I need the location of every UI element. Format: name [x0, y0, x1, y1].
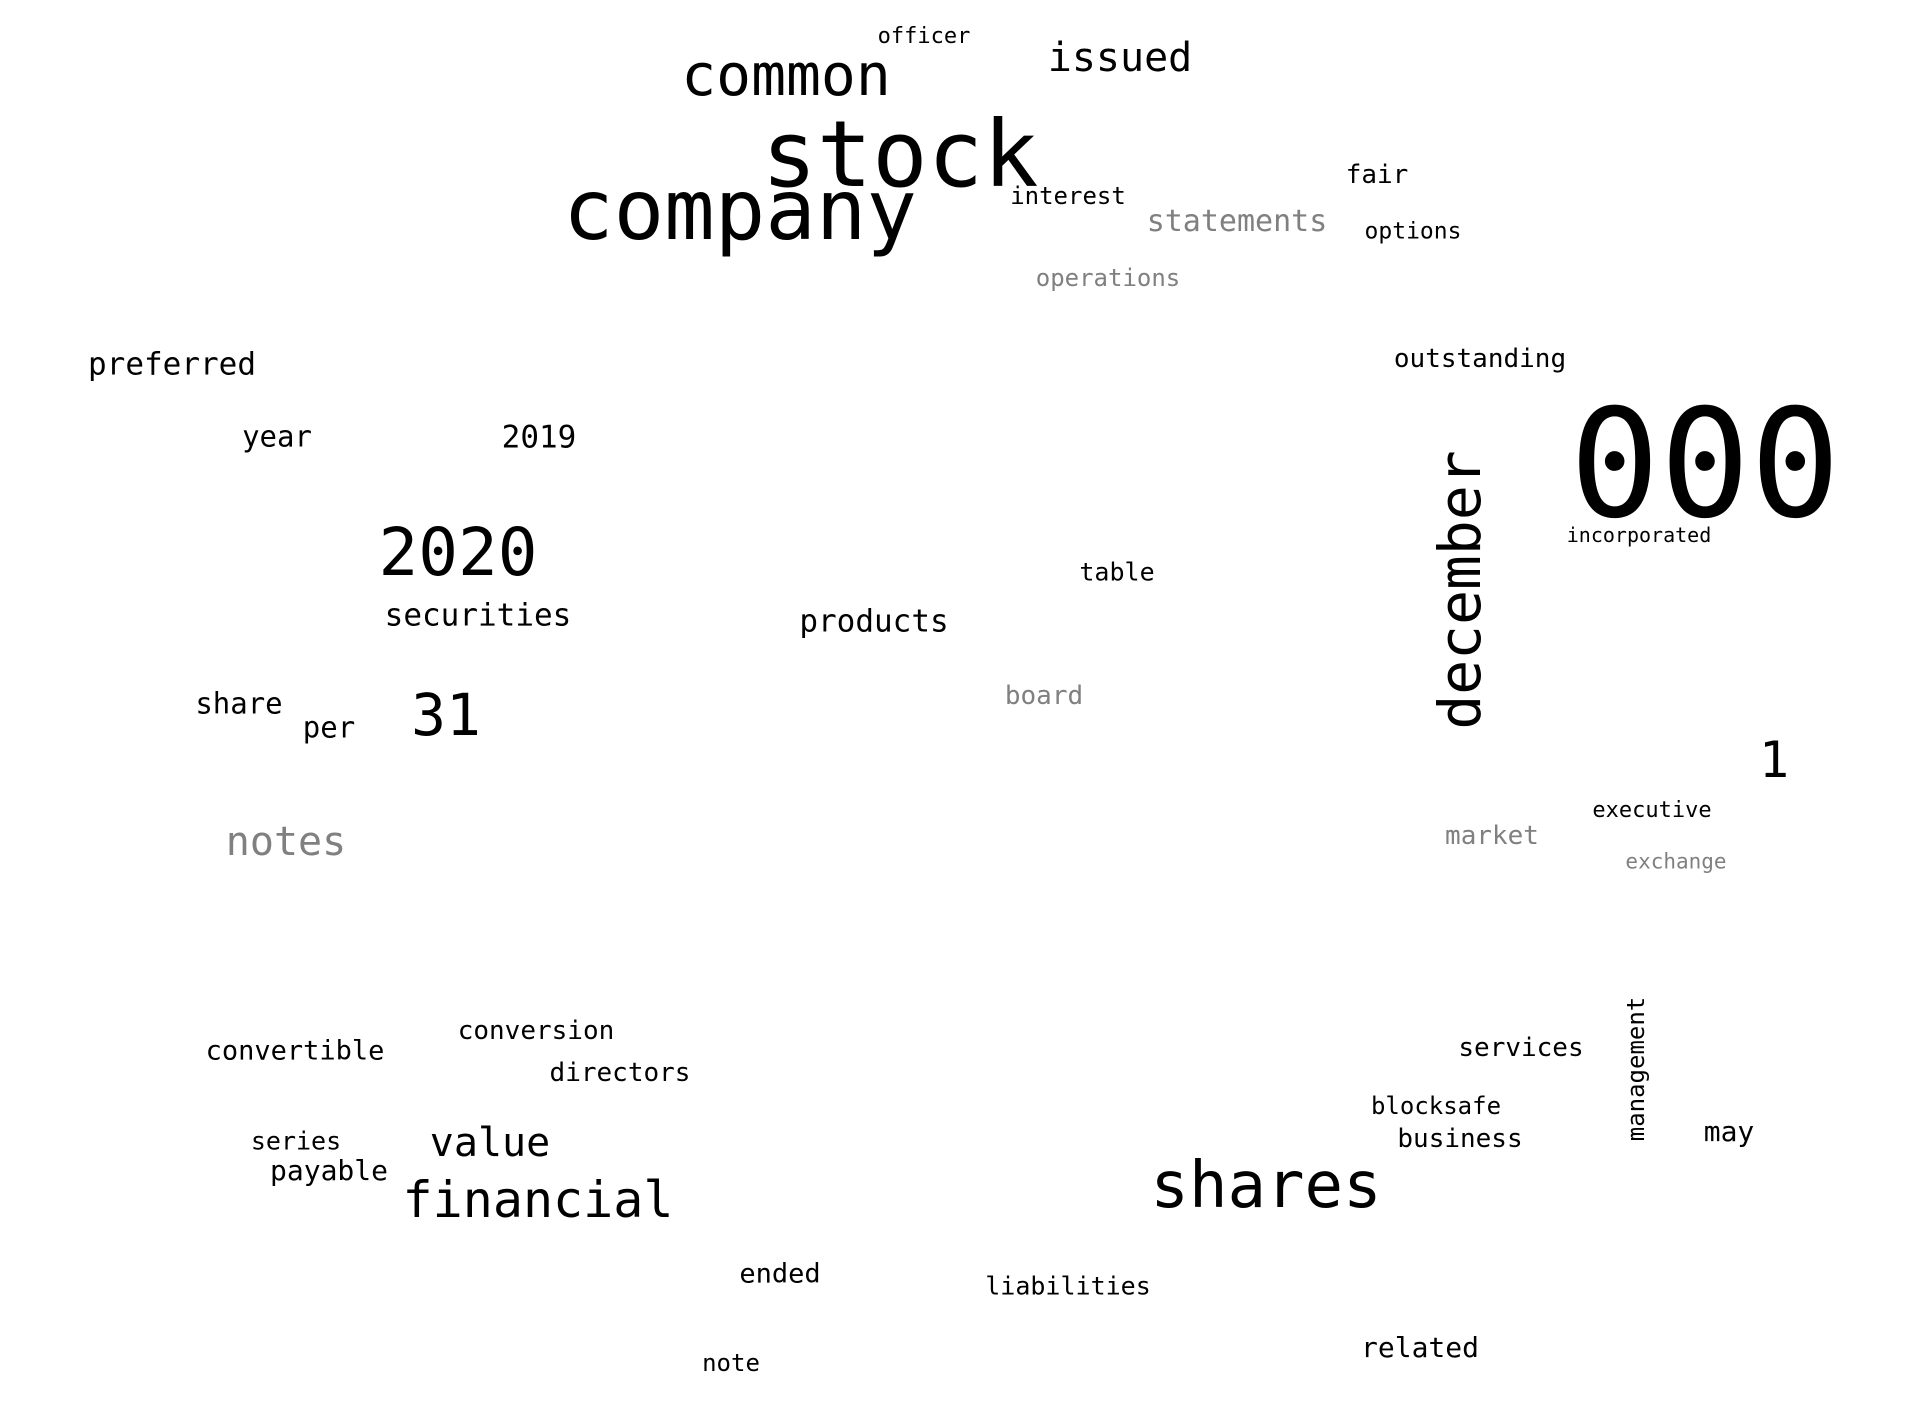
word-issued: issued — [1047, 35, 1193, 81]
word-incorporated: incorporated — [1566, 523, 1712, 547]
word-conversion: conversion — [457, 1016, 615, 1046]
word-1: 1 — [1758, 731, 1790, 789]
word-2019: 2019 — [501, 419, 577, 456]
word-financial: financial — [402, 1171, 674, 1229]
word-liabilities: liabilities — [985, 1271, 1151, 1301]
word-shares: shares — [1150, 1149, 1382, 1223]
word-ended: ended — [739, 1258, 821, 1290]
word-000: 000 — [1569, 378, 1841, 552]
word-interest: interest — [1010, 182, 1126, 210]
word-operations: operations — [1035, 264, 1181, 292]
word-convertible: convertible — [205, 1035, 385, 1067]
word-company: company — [562, 161, 918, 259]
word-blocksafe: blocksafe — [1370, 1092, 1502, 1120]
word-market: market — [1445, 821, 1539, 851]
word-series: series — [250, 1126, 342, 1156]
word-executive: executive — [1592, 798, 1712, 823]
word-products: products — [799, 603, 949, 640]
word-board: board — [1004, 681, 1084, 711]
word-year: year — [242, 419, 312, 454]
word-officer: officer — [877, 24, 971, 49]
word-per: per — [302, 710, 356, 745]
word-note: note — [702, 1349, 760, 1377]
word-common: common — [681, 41, 891, 109]
word-table: table — [1079, 557, 1155, 587]
word-statements: statements — [1146, 204, 1328, 239]
word-share: share — [195, 686, 283, 721]
word-business: business — [1397, 1124, 1523, 1154]
word-may: may — [1703, 1115, 1755, 1148]
word-outstanding: outstanding — [1393, 344, 1567, 374]
word-stock: stock — [761, 101, 1039, 208]
word-management: management — [1622, 996, 1650, 1142]
word-directors: directors — [549, 1058, 691, 1088]
word-securities: securities — [384, 597, 572, 634]
word-31: 31 — [411, 681, 481, 749]
word-related: related — [1360, 1331, 1480, 1364]
word-options: options — [1364, 218, 1462, 245]
word-value: value — [429, 1120, 551, 1166]
word-fair: fair — [1345, 160, 1409, 190]
word-december: december — [1426, 450, 1494, 730]
word-payable: payable — [269, 1154, 389, 1187]
word-exchange: exchange — [1625, 849, 1727, 874]
word-notes: notes — [225, 819, 347, 865]
word-services: services — [1458, 1033, 1584, 1063]
word-2020: 2020 — [378, 514, 538, 591]
word-preferred: preferred — [88, 346, 256, 383]
